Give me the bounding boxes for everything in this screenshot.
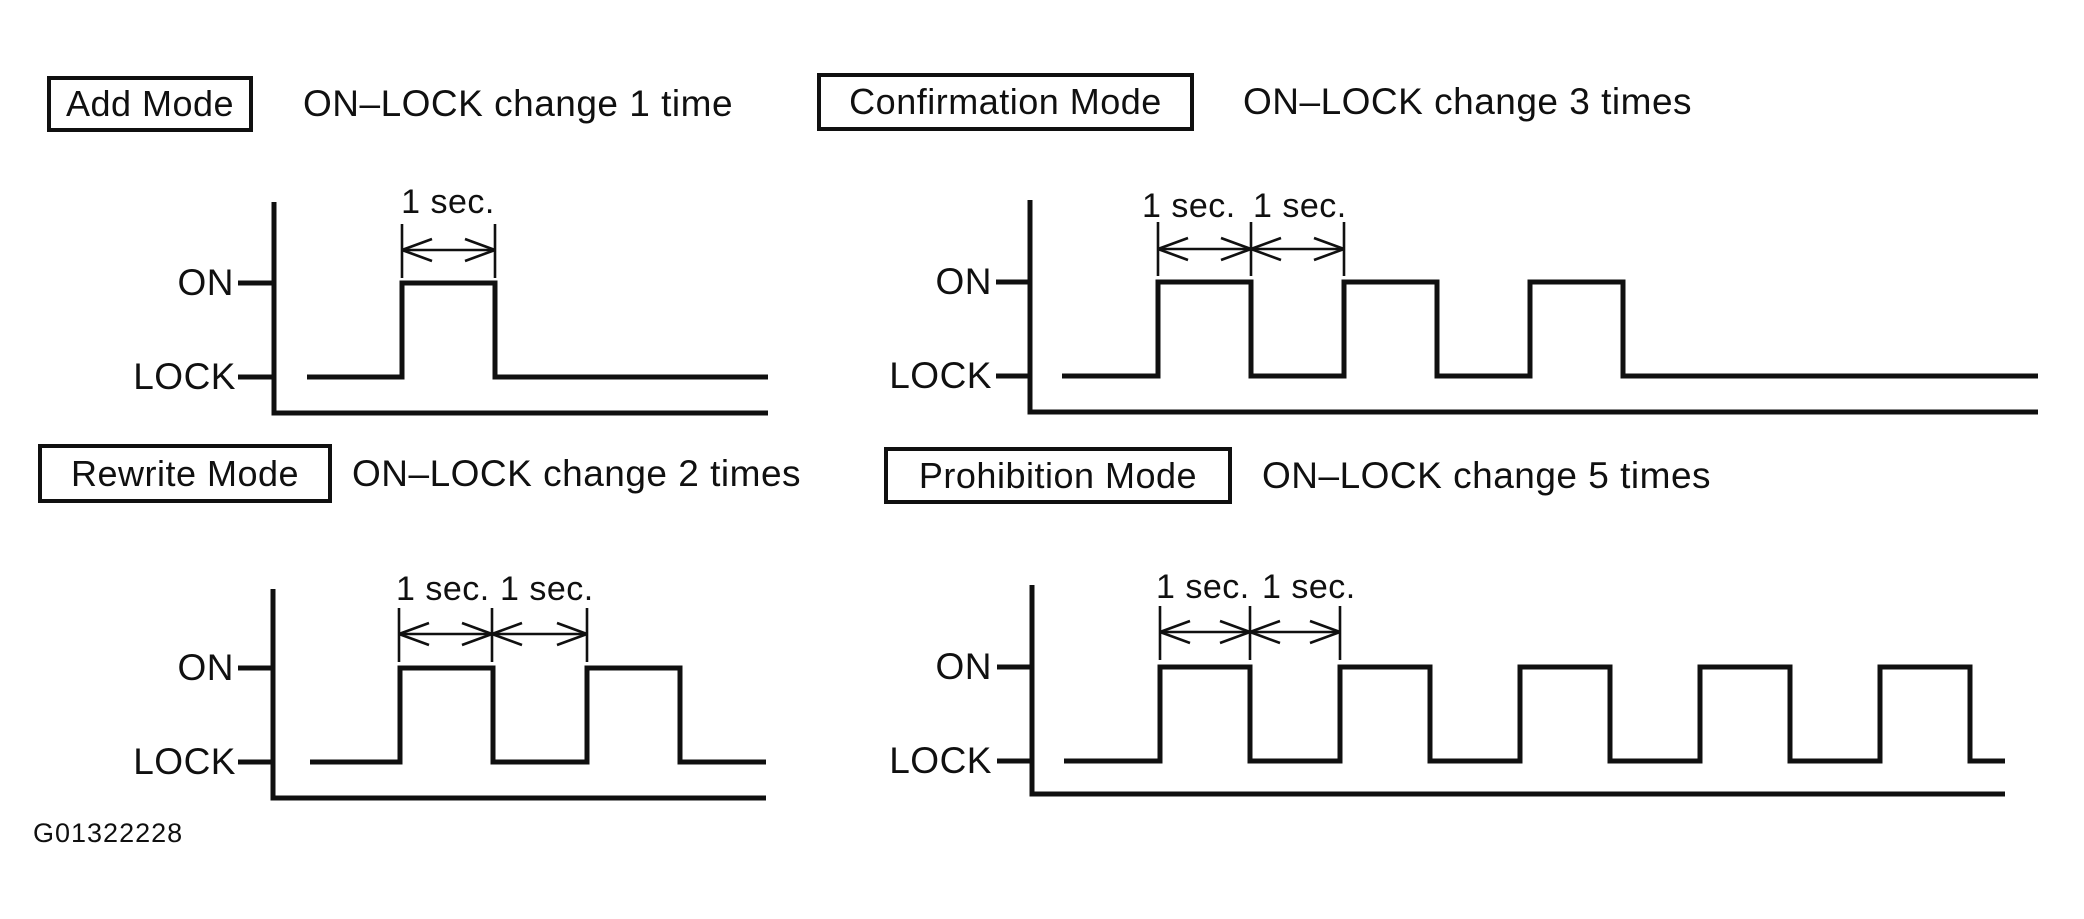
confirmation-dimension-arrows — [1156, 222, 1346, 276]
confirmation-dimension-arrowheads — [1157, 236, 1345, 262]
confirmation-waveform-trace — [1062, 279, 2038, 379]
prohibition-on-level-label: ON — [935, 646, 992, 687]
confirmation-on-level-label: ON — [935, 261, 992, 302]
rewrite-mode-title-box: Rewrite Mode — [38, 444, 332, 503]
figure-code: G01322228 — [33, 818, 184, 848]
prohibition-axis-and-baseline — [1029, 585, 2005, 797]
confirmation-mode-diagram — [996, 200, 2038, 415]
prohibition-dimension-arrows — [1158, 606, 1342, 660]
rewrite-dimension-arrowheads — [398, 621, 588, 647]
prohibition-dimension-arrowheads — [1159, 619, 1341, 645]
prohibition-mode-title: Prohibition Mode — [918, 454, 1198, 496]
rewrite-dimension-arrows — [397, 608, 589, 662]
add-waveform-trace — [307, 280, 768, 380]
prohibition-lock-level-label: LOCK — [889, 740, 992, 781]
rewrite-mode-subtitle: ON–LOCK change 2 times — [352, 452, 802, 494]
rewrite-axis-and-baseline — [270, 589, 766, 801]
rewrite-duration-label-2: 1 sec. — [500, 570, 594, 608]
confirmation-axis-and-baseline — [1027, 200, 2038, 415]
prohibition-waveform-trace — [1064, 664, 2005, 764]
prohibition-mode-title-box: Prohibition Mode — [884, 447, 1232, 504]
rewrite-on-level-label: ON — [177, 647, 234, 688]
add-lock-level-label: LOCK — [133, 356, 236, 397]
confirmation-lock-level-label: LOCK — [889, 355, 992, 396]
add-mode-title-box: Add Mode — [47, 76, 253, 132]
rewrite-mode-title: Rewrite Mode — [70, 452, 300, 494]
prohibition-mode-diagram — [997, 585, 2005, 797]
add-mode-title: Add Mode — [65, 83, 235, 124]
prohibition-duration-label-2: 1 sec. — [1262, 568, 1356, 606]
confirmation-duration-label-2: 1 sec. — [1253, 187, 1347, 225]
add-dimension-arrowheads — [401, 237, 496, 263]
confirmation-mode-title-box: Confirmation Mode — [817, 73, 1194, 131]
add-axis-and-baseline — [271, 202, 768, 416]
confirmation-duration-label-1: 1 sec. — [1142, 187, 1236, 225]
prohibition-mode-subtitle: ON–LOCK change 5 times — [1262, 454, 1712, 496]
rewrite-lock-level-label: LOCK — [133, 741, 236, 782]
rewrite-waveform-trace — [310, 665, 766, 765]
add-on-level-label: ON — [177, 262, 234, 303]
add-duration-label-1: 1 sec. — [401, 183, 495, 221]
add-mode-diagram — [238, 202, 768, 416]
prohibition-duration-label-1: 1 sec. — [1156, 568, 1250, 606]
confirmation-mode-title: Confirmation Mode — [849, 81, 1162, 122]
rewrite-duration-label-1: 1 sec. — [396, 570, 490, 608]
rewrite-mode-diagram — [238, 589, 766, 801]
add-dimension-arrow — [400, 224, 497, 278]
confirmation-mode-subtitle: ON–LOCK change 3 times — [1243, 81, 1693, 122]
add-mode-subtitle: ON–LOCK change 1 time — [303, 83, 734, 124]
